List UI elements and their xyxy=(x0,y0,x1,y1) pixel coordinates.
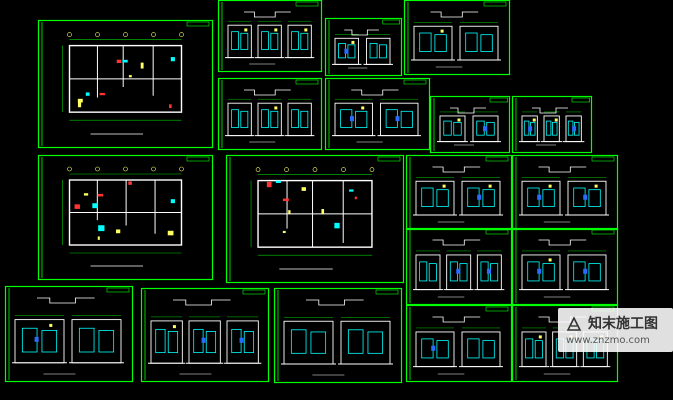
sheet-frame xyxy=(511,95,593,154)
watermark-url: www.znzmo.com xyxy=(566,335,650,346)
znzmo-logo-icon xyxy=(566,316,582,331)
sheet-frame xyxy=(225,154,405,284)
sheet-frame xyxy=(37,19,214,149)
sheet-frame xyxy=(405,154,513,231)
watermark-badge: 知末施工图 www.znzmo.com xyxy=(558,308,673,352)
drawing-sheet-15-elevation[interactable] xyxy=(4,285,134,383)
sheet-frame xyxy=(511,227,619,306)
drawing-sheet-9-detail[interactable] xyxy=(429,95,511,154)
drawing-sheets-layer xyxy=(4,0,619,384)
sheet-frame xyxy=(273,287,403,384)
sheet-frame xyxy=(405,227,513,306)
drawing-sheet-8-elevation[interactable] xyxy=(324,77,431,151)
sheet-frame xyxy=(405,304,513,383)
sheet-frame xyxy=(37,154,214,281)
sheet-frame xyxy=(403,0,511,76)
drawing-sheet-12-elevation[interactable] xyxy=(511,154,619,231)
drawing-sheet-6-elevation[interactable] xyxy=(403,0,511,76)
sheet-frame xyxy=(324,17,403,77)
drawing-sheet-1-plan[interactable] xyxy=(37,19,214,149)
drawing-sheet-7-elevation[interactable] xyxy=(217,77,323,151)
sheet-frame xyxy=(324,77,431,151)
drawing-sheet-11-elevation[interactable] xyxy=(405,154,513,231)
sheet-frame xyxy=(140,287,270,383)
sheet-frame xyxy=(4,285,134,383)
sheet-frame xyxy=(429,95,511,154)
sheet-frame xyxy=(511,154,619,231)
drawing-sheet-4-elevation[interactable] xyxy=(217,0,323,73)
drawing-sheet-13-elevation[interactable] xyxy=(405,227,513,306)
watermark-title: 知末施工图 xyxy=(588,316,658,332)
drawing-sheet-10-detail[interactable] xyxy=(511,95,593,154)
drawing-sheet-5-elevation[interactable] xyxy=(324,17,403,77)
drawing-sheet-14-elevation[interactable] xyxy=(511,227,619,306)
sheet-frame xyxy=(217,0,323,73)
drawing-sheet-3-plan[interactable] xyxy=(225,154,405,284)
sheet-frame xyxy=(217,77,323,151)
drawing-sheet-17-elevation[interactable] xyxy=(273,287,403,384)
drawing-sheet-18-elevation[interactable] xyxy=(405,304,513,383)
drawing-sheet-2-plan[interactable] xyxy=(37,154,214,281)
drawing-sheet-16-elevation[interactable] xyxy=(140,287,270,383)
